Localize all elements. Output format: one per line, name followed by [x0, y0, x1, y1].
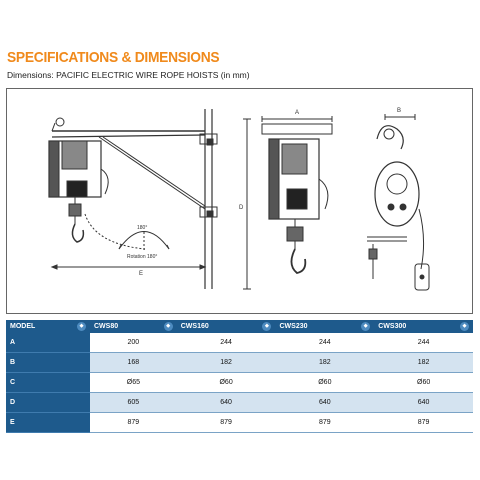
row-label: D — [6, 392, 90, 413]
table-cell: 168 — [90, 352, 177, 373]
table-cell: 640 — [275, 392, 375, 413]
table-row: D 605 640 640 640 — [6, 392, 473, 413]
table-cell: 200 — [90, 333, 177, 353]
table-cell: 244 — [275, 333, 375, 353]
table-cell: 244 — [374, 333, 473, 353]
hoist-side-view-drawing — [367, 114, 430, 291]
table-cell: 182 — [176, 352, 276, 373]
table-row: C Ø65 Ø60 Ø60 Ø60 — [6, 372, 473, 393]
dimension-d-label: D — [239, 205, 244, 211]
rotation-top-label: 180° — [137, 225, 147, 231]
sort-icon[interactable]: ◆ — [262, 322, 272, 331]
table-cell: 879 — [374, 412, 473, 433]
table-cell: 640 — [176, 392, 276, 413]
column-header-cws300[interactable]: CWS300◆ — [374, 320, 473, 333]
sort-icon[interactable]: ◆ — [361, 322, 371, 331]
sort-icon[interactable]: ◆ — [77, 322, 86, 331]
page-title: SPECIFICATIONS & DIMENSIONS — [7, 49, 220, 66]
row-label: C — [6, 372, 90, 393]
row-label: A — [6, 333, 90, 353]
row-label: E — [6, 412, 90, 433]
table-cell: 605 — [90, 392, 177, 413]
table-row: B 168 182 182 182 — [6, 352, 473, 373]
table-header-row: MODEL◆ CWS80◆ CWS160◆ CWS230◆ CWS300◆ — [6, 320, 473, 333]
column-header-cws80[interactable]: CWS80◆ — [90, 320, 177, 333]
table-cell: Ø60 — [275, 372, 375, 393]
table-cell: 879 — [90, 412, 177, 433]
column-header-cws160[interactable]: CWS160◆ — [176, 320, 276, 333]
column-header-model[interactable]: MODEL◆ — [6, 320, 90, 333]
page-subtitle: Dimensions: PACIFIC ELECTRIC WIRE ROPE H… — [7, 70, 250, 80]
dimension-b-label: B — [397, 108, 401, 114]
table-cell: 182 — [275, 352, 375, 373]
table-cell: 879 — [176, 412, 276, 433]
table-cell: Ø65 — [90, 372, 177, 393]
table-cell: 640 — [374, 392, 473, 413]
table-cell: Ø60 — [176, 372, 276, 393]
table-cell: 879 — [275, 412, 375, 433]
hoist-front-view-drawing — [243, 116, 333, 290]
column-header-cws230[interactable]: CWS230◆ — [275, 320, 375, 333]
table-cell: 244 — [176, 333, 276, 353]
dimension-a-label: A — [295, 110, 299, 116]
sort-icon[interactable]: ◆ — [163, 322, 173, 331]
specifications-table: MODEL◆ CWS80◆ CWS160◆ CWS230◆ CWS300◆ A … — [6, 320, 473, 433]
hoist-swing-arm-drawing — [48, 109, 218, 289]
rotation-label: Rotation 180° — [127, 254, 157, 260]
sort-icon[interactable]: ◆ — [460, 322, 469, 331]
table-row: E 879 879 879 879 — [6, 412, 473, 433]
table-cell: 182 — [374, 352, 473, 373]
technical-drawing: 180° Rotation 180° E A B D — [6, 88, 473, 314]
table-row: A 200 244 244 244 — [6, 333, 473, 353]
dimension-e-label: E — [139, 271, 143, 277]
table-cell: Ø60 — [374, 372, 473, 393]
row-label: B — [6, 352, 90, 373]
